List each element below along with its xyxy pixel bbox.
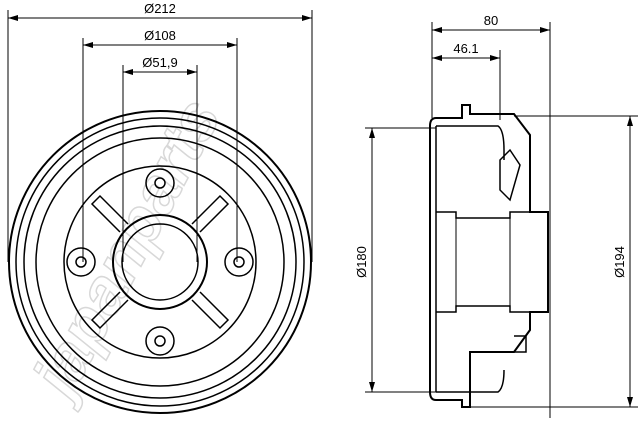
dim-center-bore: Ø51,9 xyxy=(142,55,177,70)
dim-outer-diameter: Ø212 xyxy=(144,1,176,16)
front-view xyxy=(7,10,313,414)
dim-overall-height: 80 xyxy=(484,13,498,28)
dim-bolt-circle: Ø108 xyxy=(144,28,176,43)
dim-inner-diameter: Ø180 xyxy=(354,246,369,278)
dim-side-outer-diameter: Ø194 xyxy=(612,246,627,278)
dim-hub-height: 46.1 xyxy=(453,41,478,56)
side-view xyxy=(365,22,638,418)
